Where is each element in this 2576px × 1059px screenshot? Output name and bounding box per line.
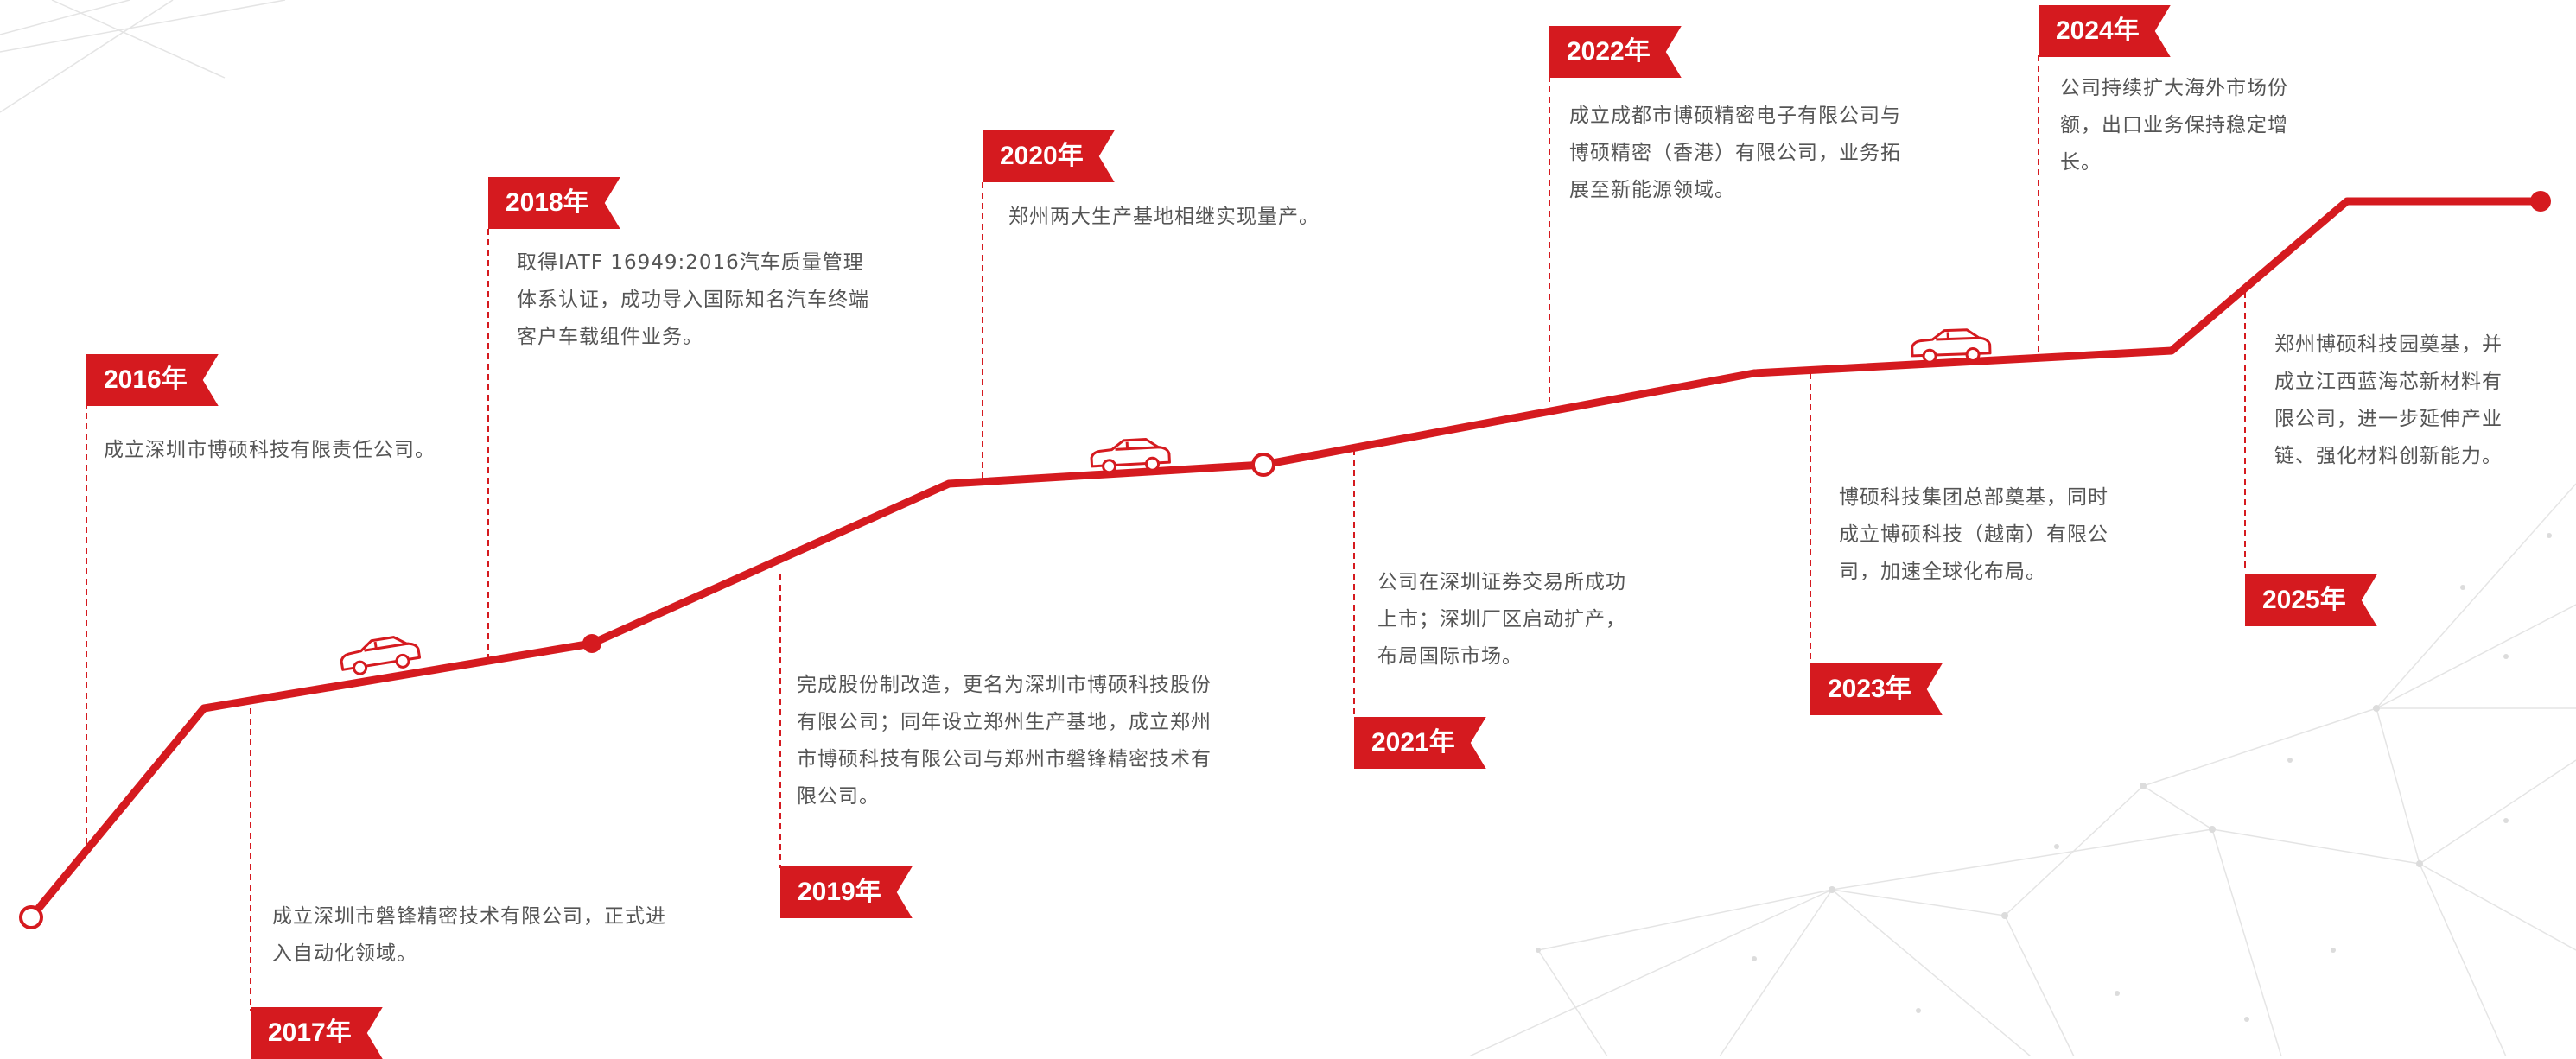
milestone-description-2024: 公司持续扩大海外市场份额，出口业务保持稳定增长。 <box>2060 70 2289 181</box>
milestone-description-2021: 公司在深圳证券交易所成功上市；深圳厂区启动扩产，布局国际市场。 <box>1377 564 1641 675</box>
milestone-description-2025: 郑州博硕科技园奠基，并成立江西蓝海芯新材料有限公司，进一步延伸产业链、强化材料创… <box>2274 327 2521 475</box>
milestone-description-2016: 成立深圳市博硕科技有限责任公司。 <box>104 432 475 469</box>
year-flag-2016: 2016年 <box>86 354 219 406</box>
year-flag-2017: 2017年 <box>251 1007 383 1059</box>
filled-circle-node <box>2530 191 2551 212</box>
year-flag-2023: 2023年 <box>1810 663 1943 715</box>
milestone-description-2018: 取得IATF 16949:2016汽车质量管理体系认证，成功导入国际知名汽车终端… <box>517 244 875 356</box>
hollow-circle-node <box>1253 454 1274 475</box>
year-flag-2024: 2024年 <box>2039 5 2171 57</box>
milestone-description-2017: 成立深圳市磐锋精密技术有限公司，正式进入自动化领域。 <box>272 898 670 973</box>
year-flag-2025: 2025年 <box>2245 574 2377 626</box>
milestone-description-2023: 博硕科技集团总部奠基，同时成立博硕科技（越南）有限公司，加速全球化布局。 <box>1839 479 2120 591</box>
filled-circle-node <box>582 634 601 653</box>
year-flag-2018: 2018年 <box>488 177 620 229</box>
milestone-description-2020: 郑州两大生产基地相继实现量产。 <box>1008 199 1371 236</box>
milestone-description-2019: 完成股份制改造，更名为深圳市博硕科技股份有限公司；同年设立郑州生产基地，成立郑州… <box>797 667 1224 815</box>
year-flag-2022: 2022年 <box>1549 26 1682 78</box>
timeline-line <box>31 201 2541 917</box>
car-icon <box>1911 329 1990 363</box>
year-flag-2021: 2021年 <box>1354 717 1486 769</box>
hollow-circle-node <box>21 907 41 928</box>
car-icon <box>339 634 421 677</box>
year-flag-2020: 2020年 <box>983 130 1115 182</box>
car-icon <box>1091 438 1170 473</box>
milestone-description-2022: 成立成都市博硕精密电子有限公司与博硕精密（香港）有限公司，业务拓展至新能源领域。 <box>1569 98 1911 209</box>
year-flag-2019: 2019年 <box>780 866 913 918</box>
